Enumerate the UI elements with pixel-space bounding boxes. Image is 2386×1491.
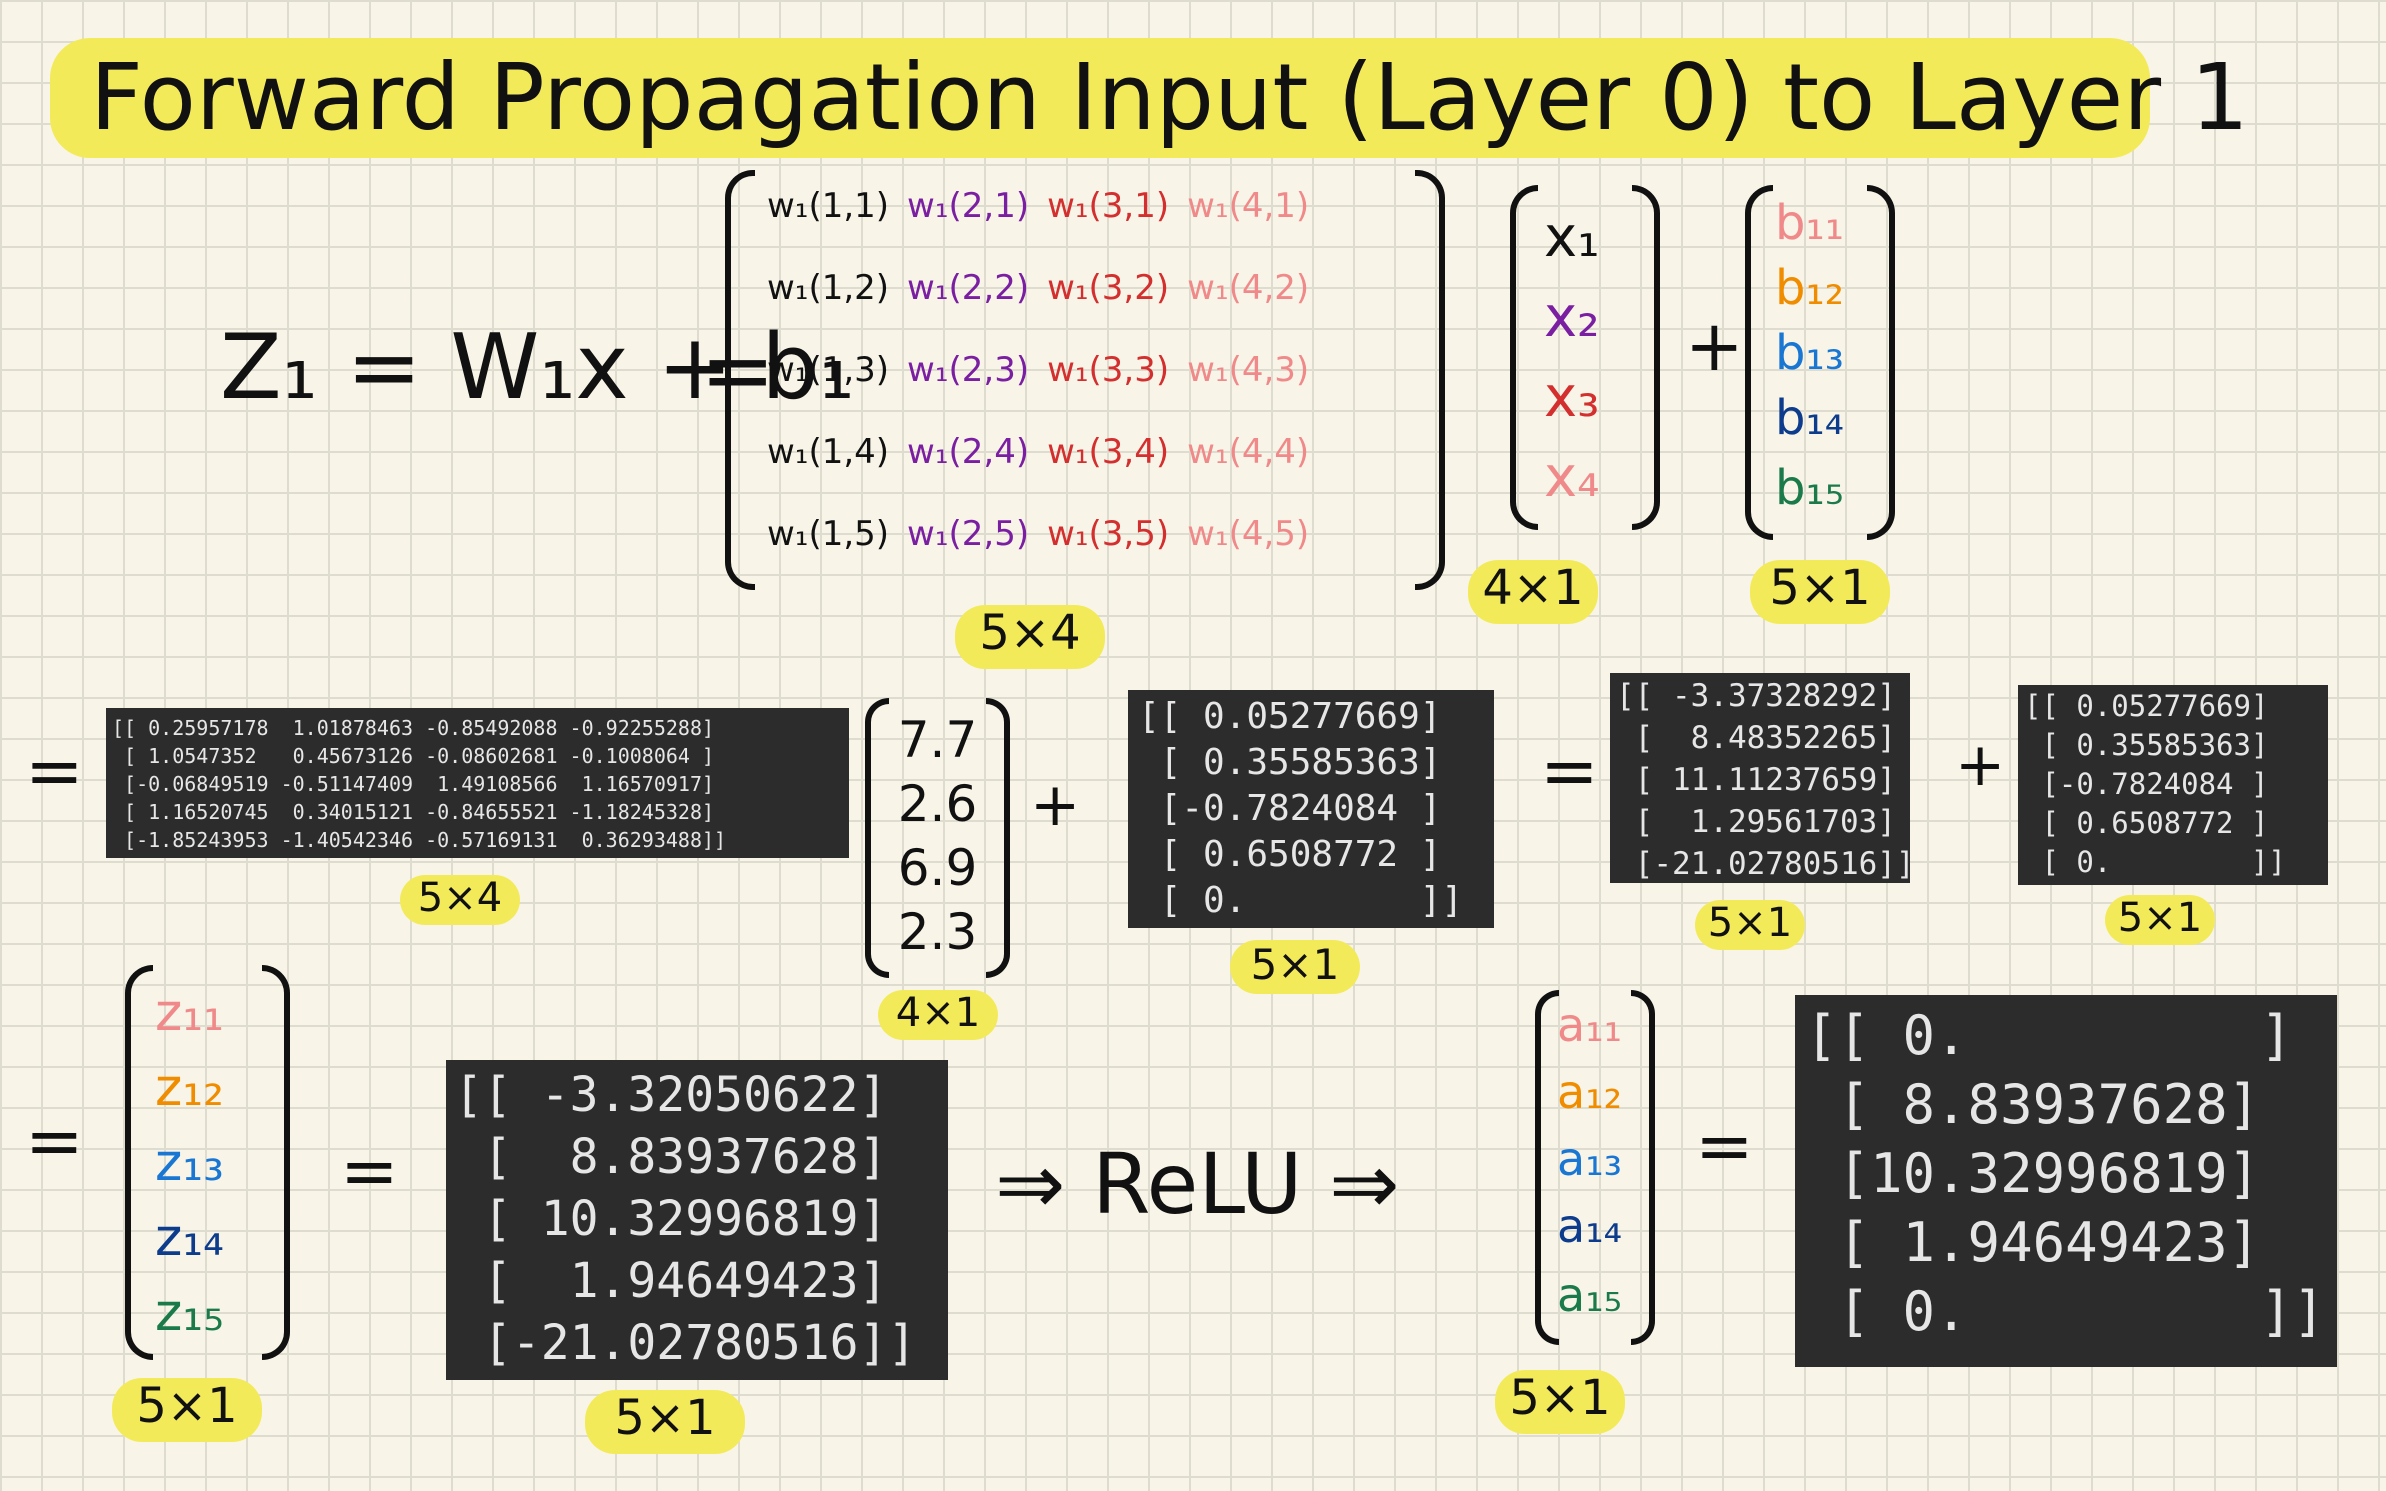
z11-label: z₁₁ [155,983,224,1043]
weights-dimension: 5×4 [955,605,1105,669]
page-title: Forward Propagation Input (Layer 0) to L… [50,38,2249,158]
left-bracket [725,170,755,590]
weight-row-5: w₁(1,5)w₁(2,5)w₁(3,5)w₁(4,5) [767,514,1310,554]
row2-equals-2: = [1540,730,1599,812]
right-bracket [1632,185,1660,530]
left-bracket [1745,185,1773,540]
x4-label: x₄ [1544,445,1600,510]
x-numeric-dim: 4×1 [878,990,998,1040]
a15-label: a₁₅ [1557,1268,1623,1322]
right-bracket [1415,170,1445,590]
bias-numeric-panel: [[ 0.05277669] [ 0.35585363] [-0.7824084… [1128,690,1494,928]
row3-equals-3: = [1695,1105,1754,1187]
z-vector-symbolic: z₁₁ z₁₂ z₁₃ z₁₄ z₁₅ [125,965,290,1360]
z14-label: z₁₄ [155,1208,224,1268]
x-values: 7.7 2.6 6.9 2.3 [897,711,978,961]
weight-matrix-symbolic: w₁(1,1)w₁(2,1)w₁(3,1)w₁(4,1) w₁(1,2)w₁(2… [725,170,1445,590]
wx-result-dim: 5×1 [1695,900,1805,950]
weight-row-2: w₁(1,2)w₁(2,2)w₁(3,2)w₁(4,2) [767,268,1310,308]
plus-sign: + [1685,305,1744,387]
bias2-numeric-dim: 5×1 [2105,895,2215,945]
x3-label: x₃ [1544,365,1600,430]
x-dimension: 4×1 [1468,560,1598,624]
wx-result-panel: [[ -3.37328292] [ 8.48352265] [ 11.11237… [1610,673,1915,883]
row2-plus: + [1030,770,1081,840]
weights-numeric-panel: [[ 0.25957178 1.01878463 -0.85492088 -0.… [106,708,849,858]
a-dimension: 5×1 [1495,1370,1625,1434]
a-vector-symbolic: a₁₁ a₁₂ a₁₃ a₁₄ a₁₅ [1535,990,1655,1345]
row3-equals: = [25,1100,84,1182]
relu-label: ⇒ ReLU ⇒ [995,1135,1400,1233]
x1-label: x₁ [1544,205,1600,270]
weights-numeric-dim: 5×4 [400,875,520,925]
left-bracket [1535,990,1559,1345]
z13-label: z₁₃ [155,1133,224,1193]
z15-label: z₁₅ [155,1283,224,1343]
z-dimension: 5×1 [112,1378,262,1442]
b-vector-symbolic: b₁₁ b₁₂ b₁₃ b₁₄ b₁₅ [1745,185,1895,540]
a13-label: a₁₃ [1557,1132,1623,1186]
row3-equals-2: = [340,1130,399,1212]
weight-row-3: w₁(1,3)w₁(2,3)w₁(3,3)w₁(4,3) [767,350,1310,390]
b-dimension: 5×1 [1750,560,1890,624]
row2-plus-2: + [1955,730,2006,800]
a-values-panel: [[ 0. ] [ 8.83937628] [10.32996819] [ 1.… [1795,995,2337,1367]
bias-numeric-dim: 5×1 [1230,940,1360,994]
right-bracket [262,965,290,1360]
b12-label: b₁₂ [1775,260,1844,316]
a12-label: a₁₂ [1557,1065,1623,1119]
equals-sign: = [700,318,776,423]
equation-lhs: Z₁ = W₁x + b₁ [220,315,855,420]
a14-label: a₁₄ [1557,1199,1623,1253]
right-bracket [1867,185,1895,540]
right-bracket [1631,990,1655,1345]
a11-label: a₁₁ [1557,998,1623,1052]
weight-row-4: w₁(1,4)w₁(2,4)w₁(3,4)w₁(4,4) [767,432,1310,472]
weight-row-1: w₁(1,1)w₁(2,1)w₁(3,1)w₁(4,1) [767,186,1310,226]
row2-equals: = [25,730,84,812]
left-bracket [1510,185,1538,530]
b14-label: b₁₄ [1775,390,1844,446]
right-bracket [986,698,1010,978]
b15-label: b₁₅ [1775,460,1844,516]
left-bracket [865,698,889,978]
left-bracket [125,965,153,1360]
x2-label: x₂ [1544,285,1600,350]
b13-label: b₁₃ [1775,325,1844,381]
bias2-numeric-panel: [[ 0.05277669] [ 0.35585363] [-0.7824084… [2018,685,2328,885]
z-values-dim: 5×1 [585,1390,745,1454]
b11-label: b₁₁ [1775,195,1844,251]
z-values-panel: [[ -3.32050622] [ 8.83937628] [ 10.32996… [446,1060,948,1380]
x-numeric-vector: 7.7 2.6 6.9 2.3 [865,698,1010,978]
x-vector-symbolic: x₁ x₂ x₃ x₄ [1510,185,1660,530]
z12-label: z₁₂ [155,1058,224,1118]
